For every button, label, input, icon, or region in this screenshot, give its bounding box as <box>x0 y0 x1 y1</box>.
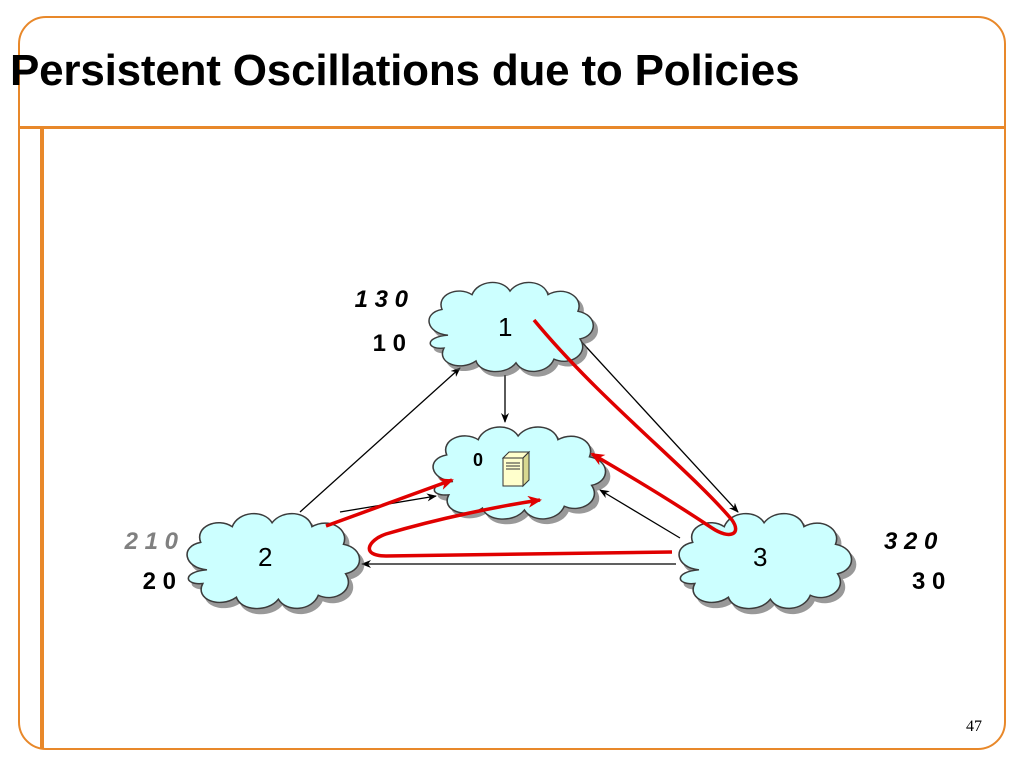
link-2-to-1 <box>299 367 461 513</box>
node-label-0: 0 <box>473 450 483 470</box>
server-icon <box>501 450 531 488</box>
slide-frame <box>18 16 1006 750</box>
page-number: 47 <box>966 718 982 735</box>
cloud-node-2 <box>186 512 361 610</box>
node-3-preferred-path: 3 2 0 <box>884 528 938 555</box>
title-divider <box>18 126 1006 129</box>
left-accent-bar <box>40 128 44 749</box>
slide-title: Persistent Oscillations due to Policies <box>10 46 800 95</box>
node-label-1: 1 <box>498 312 512 342</box>
node-2-preferred-path: 2 1 0 <box>124 528 179 555</box>
red-paths <box>325 318 738 558</box>
node-2-current-path: 2 0 <box>143 568 176 595</box>
node-1-current-path: 1 0 <box>373 330 406 357</box>
node-label-3: 3 <box>753 542 767 572</box>
node-1-preferred-path: 1 3 0 <box>355 286 409 313</box>
red-path-2-to-0 <box>325 478 454 528</box>
link-3-to-0 <box>599 489 681 539</box>
red-path-1-3-0 <box>532 318 738 537</box>
node-3-current-path: 3 0 <box>912 568 945 595</box>
link-1-to-3 <box>577 337 739 513</box>
node-label-2: 2 <box>258 542 272 572</box>
red-path-3-2-0 <box>367 495 673 558</box>
